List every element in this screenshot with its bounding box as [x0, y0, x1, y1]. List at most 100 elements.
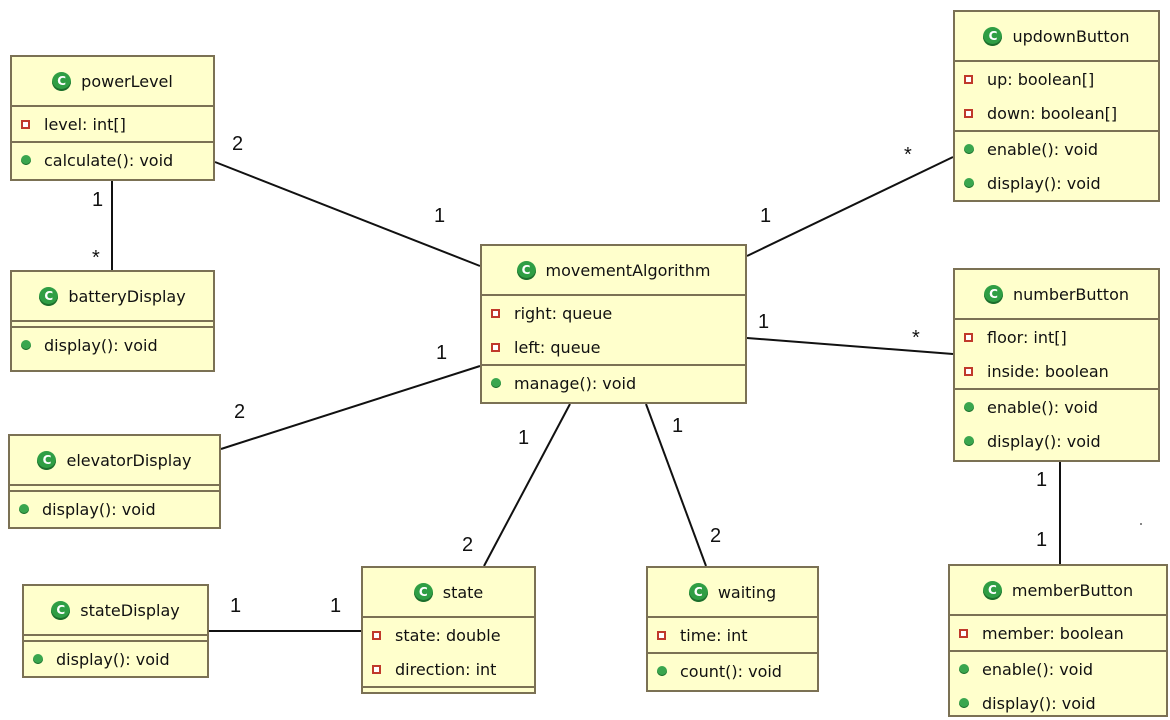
mult-statedisplay-state-from: 1: [230, 595, 242, 617]
private-square-icon: [964, 366, 973, 376]
class-c-icon: C: [688, 582, 708, 602]
association-line-movement-state: [483, 403, 571, 567]
private-square-icon: [372, 630, 381, 640]
mult-movement-number-from: 1: [758, 311, 770, 333]
mult-movement-waiting-from: 1: [672, 415, 684, 437]
methods-compartment: enable(): void display(): void: [955, 132, 1158, 200]
attribute-text: level: int[]: [44, 114, 126, 134]
public-circle-icon: [959, 698, 969, 708]
class-c-icon: C: [413, 582, 433, 602]
attributes-compartment: [12, 322, 213, 328]
method-text: display(): void: [56, 649, 170, 669]
class-name: batteryDisplay: [68, 286, 186, 306]
mult-movement-number-to: *: [912, 327, 920, 349]
class-c-icon: C: [983, 26, 1003, 46]
attribute-text: up: boolean[]: [987, 69, 1095, 89]
private-square-icon: [657, 630, 666, 640]
attribute-text: direction: int: [395, 659, 497, 679]
public-circle-icon: [657, 666, 667, 676]
public-circle-icon: [19, 504, 29, 514]
attributes-compartment: floor: int[] inside: boolean: [955, 320, 1158, 390]
mult-movement-elevator-to: 2: [234, 401, 246, 423]
public-circle-icon: [964, 178, 974, 188]
methods-compartment: count(): void: [648, 654, 817, 688]
class-c-icon: C: [37, 450, 57, 470]
method-row: display(): void: [10, 492, 219, 526]
private-square-icon: [491, 308, 500, 318]
class-name: numberButton: [1012, 284, 1130, 304]
mult-powerlevel-movement-from: 2: [232, 133, 244, 155]
attributes-compartment: [24, 636, 207, 642]
attribute-row: right: queue: [482, 296, 745, 330]
method-text: display(): void: [987, 431, 1101, 451]
private-square-icon: [964, 74, 973, 84]
public-circle-icon: [964, 436, 974, 446]
attributes-compartment: time: int: [648, 618, 817, 654]
mult-movement-waiting-to: 2: [710, 525, 722, 547]
mult-number-member-to: 1: [1036, 529, 1048, 551]
attribute-text: floor: int[]: [987, 327, 1067, 347]
mult-powerlevel-battery-from: 1: [92, 189, 104, 211]
attribute-row: up: boolean[]: [955, 62, 1158, 96]
class-name: updownButton: [1012, 26, 1130, 46]
method-row: display(): void: [24, 642, 207, 676]
class-c-icon: C: [983, 284, 1003, 304]
class-name: memberButton: [1011, 580, 1134, 600]
mult-movement-state-from: 1: [518, 427, 530, 449]
attributes-compartment: up: boolean[] down: boolean[]: [955, 62, 1158, 132]
attribute-row: left: queue: [482, 330, 745, 364]
method-row: display(): void: [950, 686, 1166, 720]
class-name: movementAlgorithm: [545, 260, 711, 280]
class-name: waiting: [717, 582, 777, 602]
public-circle-icon: [959, 664, 969, 674]
attribute-row: down: boolean[]: [955, 96, 1158, 130]
private-square-icon: [491, 342, 500, 352]
association-line-movement-number: [746, 337, 954, 355]
class-name: state: [442, 582, 484, 602]
association-line-movement-elevator: [220, 365, 481, 450]
attribute-row: inside: boolean: [955, 354, 1158, 388]
class-name: elevatorDisplay: [66, 450, 192, 470]
mult-number-member-from: 1: [1036, 469, 1048, 491]
method-text: calculate(): void: [44, 150, 174, 170]
attribute-row: floor: int[]: [955, 320, 1158, 354]
mult-movement-state-to: 2: [462, 534, 474, 556]
association-line-powerlevel-movement: [214, 161, 481, 267]
method-row: enable(): void: [955, 132, 1158, 166]
class-name: powerLevel: [81, 71, 173, 91]
attribute-text: time: int: [680, 625, 748, 645]
private-square-icon: [21, 119, 30, 129]
mult-powerlevel-battery-to: *: [92, 247, 100, 269]
method-row: display(): void: [955, 166, 1158, 200]
attribute-row: member: boolean: [950, 616, 1166, 650]
methods-compartment: calculate(): void: [12, 143, 213, 177]
mult-movement-updown-from: 1: [760, 205, 772, 227]
method-text: enable(): void: [987, 139, 1099, 159]
association-line-movement-updown: [746, 156, 954, 257]
attribute-text: right: queue: [514, 303, 613, 323]
attribute-row: level: int[]: [12, 107, 213, 141]
methods-compartment: manage(): void: [482, 366, 745, 400]
public-circle-icon: [21, 340, 31, 350]
private-square-icon: [959, 628, 968, 638]
